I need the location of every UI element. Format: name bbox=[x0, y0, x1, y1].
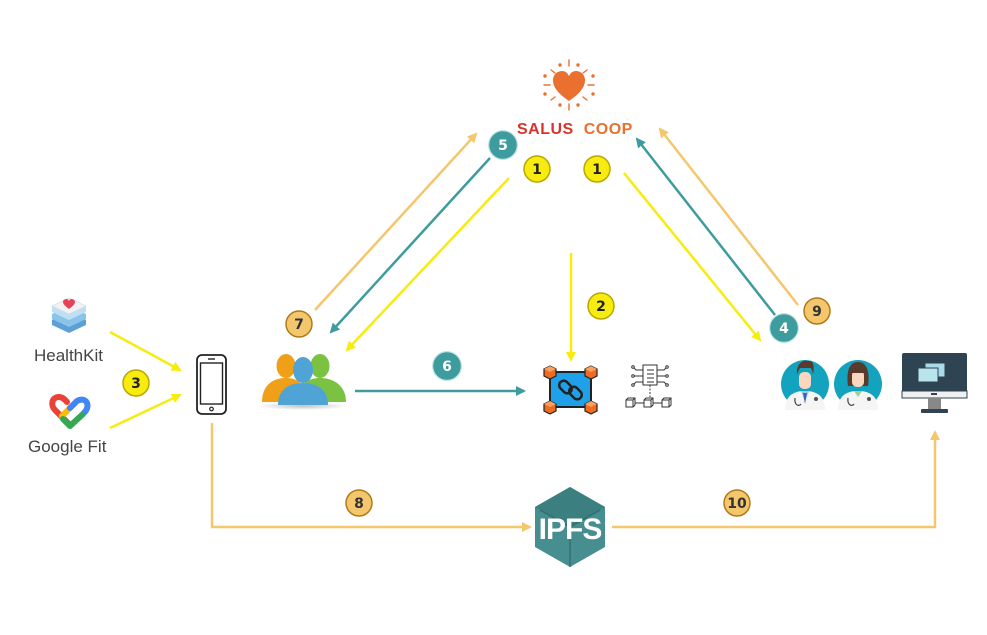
badge-number: 1 bbox=[532, 162, 542, 178]
step-badges: 1 1 2 3 4 5 6 7 8 9 10 bbox=[122, 130, 831, 517]
badge-circle bbox=[583, 155, 611, 183]
edge-users-to-salus bbox=[314, 132, 478, 311]
badge-number: 7 bbox=[294, 317, 304, 333]
badge-number: 9 bbox=[812, 304, 822, 320]
step-badge-5: 5 bbox=[488, 130, 518, 160]
salus-label: SALUS bbox=[517, 121, 574, 138]
badge-number: 3 bbox=[131, 376, 141, 392]
badge-circle bbox=[345, 489, 373, 517]
doctor-male-icon bbox=[781, 360, 829, 410]
google-fit-icon bbox=[49, 394, 91, 429]
sparkle-rays-icon bbox=[543, 59, 595, 111]
coop-label: COOP bbox=[584, 121, 633, 138]
healthkit-node: HealthKit bbox=[34, 297, 103, 365]
step-badge-1: 1 bbox=[523, 155, 551, 183]
doctors-node bbox=[781, 360, 882, 410]
badge-circle bbox=[285, 310, 313, 338]
healthkit-icon bbox=[51, 297, 87, 333]
step-badge-8: 8 bbox=[345, 489, 373, 517]
google-fit-node: Google Fit bbox=[28, 394, 107, 456]
heart-icon bbox=[553, 71, 585, 101]
badge-number: 4 bbox=[779, 321, 789, 337]
badge-number: 10 bbox=[727, 496, 747, 512]
edge-doctors-to-salus-teal bbox=[635, 137, 776, 316]
edge-salus-to-users-teal bbox=[329, 157, 491, 334]
badge-number: 2 bbox=[596, 299, 606, 315]
edge-ipfs-to-computer bbox=[612, 430, 940, 529]
badge-circle bbox=[587, 292, 615, 320]
badge-circle bbox=[489, 131, 517, 159]
smartphone-icon bbox=[196, 354, 227, 415]
doctor-female-icon bbox=[834, 360, 882, 410]
badge-number: 5 bbox=[498, 138, 508, 154]
salus-coop-logo: SALUS COOP bbox=[517, 59, 633, 138]
badge-circle bbox=[723, 489, 751, 517]
ipfs-label: IPFS bbox=[539, 513, 602, 546]
edge-healthkit-to-phone bbox=[109, 330, 182, 372]
svg-text:SALUS COOP: SALUS COOP bbox=[517, 121, 633, 138]
badge-circle bbox=[770, 314, 798, 342]
badge-circle bbox=[523, 155, 551, 183]
step-badge-3: 3 bbox=[122, 369, 150, 397]
blockchain-icon bbox=[543, 365, 598, 415]
edge-salus-to-users-yellow bbox=[345, 177, 510, 352]
step-badge-2: 2 bbox=[587, 292, 615, 320]
edge-doctors-to-salus-orange bbox=[658, 127, 799, 306]
step-badge-6: 6 bbox=[432, 351, 462, 381]
computer-monitor-icon bbox=[901, 353, 968, 413]
badge-circle bbox=[122, 369, 150, 397]
badge-circle bbox=[803, 297, 831, 325]
edge-googlefit-to-phone bbox=[109, 393, 182, 430]
google-fit-label: Google Fit bbox=[28, 437, 107, 456]
step-badge-4: 4 bbox=[769, 313, 799, 343]
step-badge-7: 7 bbox=[285, 310, 313, 338]
step-badge-1: 1 bbox=[583, 155, 611, 183]
badge-circle bbox=[433, 352, 461, 380]
users-group-icon bbox=[258, 354, 348, 410]
ipfs-cube-icon bbox=[535, 487, 605, 567]
user-blue bbox=[278, 357, 328, 405]
step-badge-9: 9 bbox=[803, 297, 831, 325]
edge-salus-to-doctors-yellow bbox=[623, 172, 762, 342]
ipfs-node: IPFS bbox=[535, 487, 605, 567]
step-badge-10: 10 bbox=[723, 489, 751, 517]
smart-contract-network-icon bbox=[625, 364, 672, 408]
badge-number: 8 bbox=[354, 496, 364, 512]
edge-phone-to-ipfs bbox=[210, 423, 532, 532]
badge-number: 1 bbox=[592, 162, 602, 178]
badge-number: 6 bbox=[442, 359, 452, 375]
healthkit-label: HealthKit bbox=[34, 346, 103, 365]
